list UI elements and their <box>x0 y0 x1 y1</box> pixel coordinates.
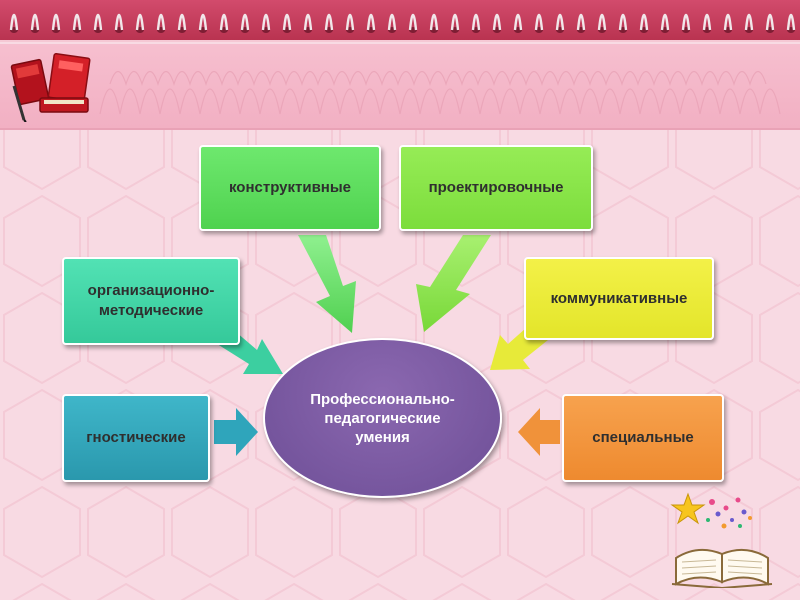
arrow-gnostic <box>214 408 258 456</box>
arrow-projective <box>416 235 491 332</box>
red-books-icon <box>10 53 91 122</box>
node-projective: проектировочные <box>399 145 593 231</box>
title-panel <box>0 44 800 130</box>
node-constructive-label: конструктивные <box>228 179 352 196</box>
node-communicative-label: коммуникативные <box>550 289 688 307</box>
node-gnostic: гностические <box>62 394 210 482</box>
node-projective-label: проектировочные <box>428 179 564 196</box>
node-special: специальные <box>562 394 724 482</box>
open-book-with-stars-icon <box>670 492 773 588</box>
node-constructive: конструктивные <box>199 145 381 231</box>
arrow-constructive <box>298 235 356 333</box>
binder-rings <box>9 13 796 33</box>
node-communicative: коммуникативные <box>524 257 714 340</box>
node-gnostic-label: гностические <box>86 429 186 446</box>
arrow-special <box>518 408 560 456</box>
center-node-label: Профессионально- педагогические умения <box>310 390 455 446</box>
node-special-label: специальные <box>592 429 694 446</box>
node-organizational-methodical-label: организационно- методические <box>87 282 215 319</box>
center-node-professional-skills: Профессионально- педагогические умения <box>263 338 502 498</box>
panel-doodle-pattern <box>99 70 781 115</box>
node-organizational-methodical: организационно- методические <box>62 257 240 345</box>
